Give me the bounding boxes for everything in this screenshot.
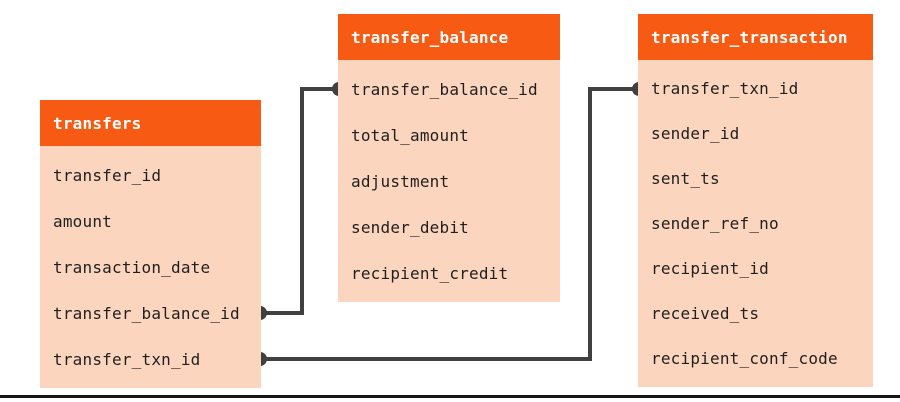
field-transfers-transfer-balance-id[interactable]: transfer_balance_id [53,303,240,323]
connector-line-balance [260,87,339,315]
table-transfer-balance: transfer_balance transfer_balance_id tot… [338,14,560,302]
table-transfer-balance-body: transfer_balance_id total_amount adjustm… [338,60,560,302]
field-balance-recipient-credit[interactable]: recipient_credit [351,263,509,283]
table-transfer-transaction-header[interactable]: transfer_transaction [638,14,873,60]
field-transfers-transfer-id[interactable]: transfer_id [53,165,162,185]
table-transfers-body: transfer_id amount transaction_date tran… [40,146,261,388]
field-balance-adjustment[interactable]: adjustment [351,171,450,191]
field-txn-sender-id[interactable]: sender_id [651,124,740,143]
table-transfer-transaction: transfer_transaction transfer_txn_id sen… [638,14,873,387]
table-transfers-header[interactable]: transfers [40,100,261,146]
field-transfers-transfer-txn-id[interactable]: transfer_txn_id [53,349,201,369]
field-balance-transfer-balance-id[interactable]: transfer_balance_id [351,79,538,99]
field-balance-sender-debit[interactable]: sender_debit [351,217,469,237]
field-transfers-amount[interactable]: amount [53,211,112,231]
field-txn-recipient-id[interactable]: recipient_id [651,259,769,278]
bottom-rule [0,395,900,398]
field-txn-recipient-conf-code[interactable]: recipient_conf_code [651,349,838,368]
field-txn-transfer-txn-id[interactable]: transfer_txn_id [651,79,799,98]
field-txn-received-ts[interactable]: received_ts [651,304,760,323]
field-transfers-transaction-date[interactable]: transaction_date [53,257,211,277]
field-balance-total-amount[interactable]: total_amount [351,125,469,145]
table-transfers: transfers transfer_id amount transaction… [40,100,261,388]
field-txn-sender-ref-no[interactable]: sender_ref_no [651,214,779,233]
table-transfer-transaction-body: transfer_txn_id sender_id sent_ts sender… [638,60,873,387]
table-transfer-balance-header[interactable]: transfer_balance [338,14,560,60]
field-txn-sent-ts[interactable]: sent_ts [651,169,720,188]
